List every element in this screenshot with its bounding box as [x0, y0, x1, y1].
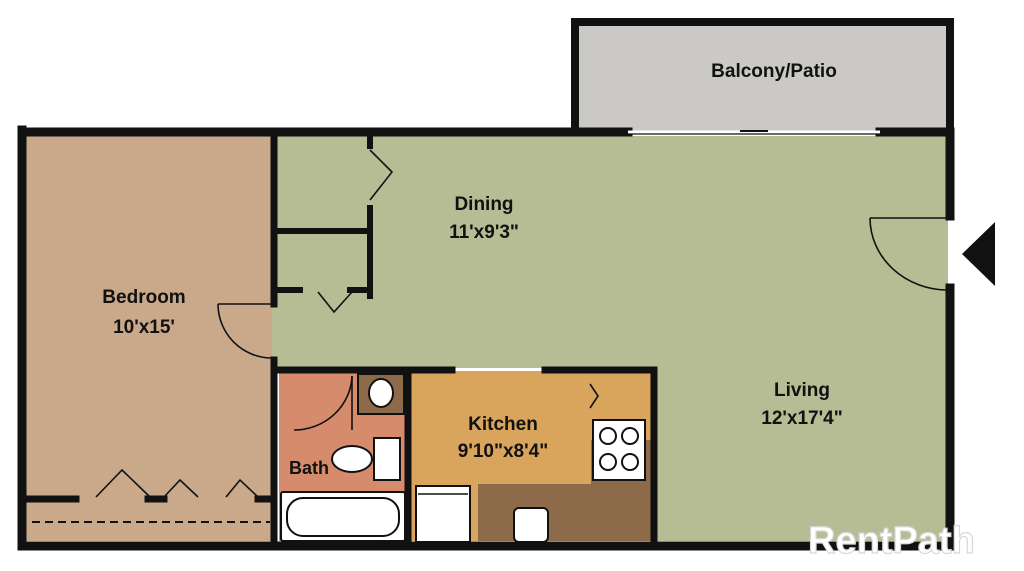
balcony-area: [579, 24, 949, 132]
dining-label: Dining: [454, 194, 513, 215]
stove: [592, 419, 646, 481]
refrigerator: [415, 485, 471, 543]
kitchen-sink: [513, 507, 549, 543]
bedroom-label: Bedroom: [102, 287, 185, 308]
kitchen-size: 9'10"x8'4": [458, 441, 548, 462]
kitchen-label: Kitchen: [468, 414, 538, 435]
living-dining-area: [272, 136, 948, 541]
burner: [621, 453, 639, 471]
walls: [17, 18, 955, 551]
bath-fixtures: [280, 373, 406, 542]
closet-upper: [279, 140, 369, 228]
watermark: RentPath: [808, 520, 975, 562]
living-size: 12'x17'4": [761, 408, 842, 429]
bath-label: Bath: [289, 458, 329, 478]
dining-size: 11'x9'3": [449, 222, 519, 243]
bedroom-size: 10'x15': [113, 317, 175, 338]
toilet-tank: [373, 437, 401, 481]
closet-lower: [279, 234, 369, 294]
bedroom-area: [26, 136, 272, 541]
door-swings: [95, 149, 949, 498]
sliding-door: [628, 130, 880, 135]
bathtub-basin: [286, 497, 400, 537]
living-label: Living: [774, 380, 830, 401]
sink: [368, 378, 394, 408]
balcony-label: Balcony/Patio: [711, 61, 837, 82]
toilet-bowl: [331, 445, 373, 473]
burner: [621, 427, 639, 445]
entry-arrow-icon: [962, 222, 995, 286]
burner: [599, 427, 617, 445]
kitchen-fixtures: [415, 419, 646, 543]
burner: [599, 453, 617, 471]
